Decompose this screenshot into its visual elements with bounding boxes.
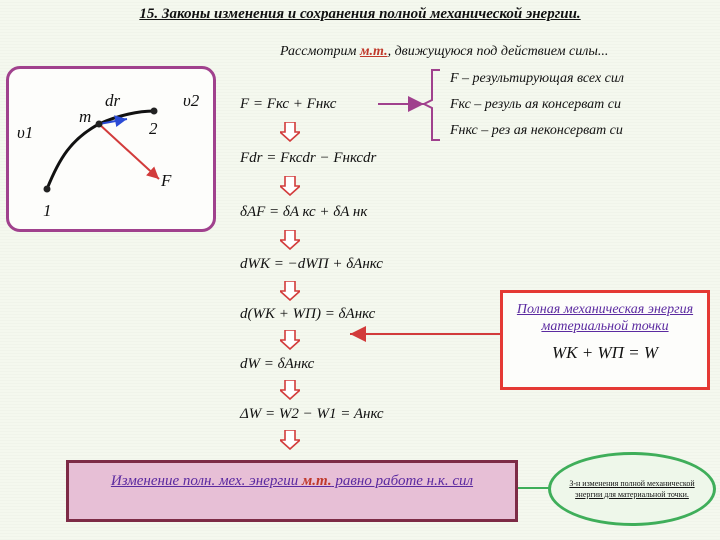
total-energy-heading: Полная механическая энергия материальной…: [516, 302, 694, 334]
down-arrow-4: [280, 281, 300, 301]
equation-3: δAF = δA кс + δA нк: [240, 204, 368, 220]
definition-item: F – результирующая всех сил: [450, 71, 624, 86]
definition-item: Fнкс – рез ая неконсерват си: [450, 123, 623, 138]
conclusion-post: равно работе н.к. сил: [331, 473, 474, 489]
conclusion-pre: Изменение полн. мех. энергии: [110, 473, 302, 489]
definition-item: Fкс – резуль ая консерват си: [450, 97, 622, 112]
conclusion-mt: м.т.: [302, 473, 332, 489]
page-title: 15. Законы изменения и сохранения полной…: [139, 6, 581, 22]
v1-label: υ1: [17, 123, 34, 142]
law-note-oval: З-н изменения полной механической энерги…: [548, 452, 716, 526]
equation-4: dWK = −dWП + δAнкс: [240, 256, 383, 272]
conclusion-box: Изменение полн. мех. энергии м.т. равно …: [66, 460, 518, 522]
equation-6: dW = δAнкс: [240, 356, 315, 372]
point-m: [95, 120, 103, 128]
p2-label: 2: [149, 119, 158, 138]
equation-1: F = Fкс + Fнкс: [240, 96, 337, 112]
point-1: [43, 185, 51, 193]
subtitle-post: , движущуюся под действием силы...: [387, 44, 609, 59]
p1-label: 1: [43, 201, 52, 220]
equation-2: Fdr = Fксdr − Fнксdr: [240, 150, 377, 166]
force-vector: [98, 123, 160, 180]
definitions-list: F – результирующая всех сил Fкс – резуль…: [450, 68, 624, 146]
subtitle: Рассмотрим м.т., движущуюся под действие…: [280, 44, 608, 60]
equation-5: d(WK + WП) = δAнкс: [240, 306, 376, 322]
m-label: m: [79, 107, 92, 126]
dr-vector: [98, 115, 128, 128]
point-2: [150, 107, 158, 115]
subtitle-mt: м.т.: [359, 44, 388, 59]
subtitle-pre: Рассмотрим: [280, 44, 360, 59]
down-arrow-6: [280, 380, 300, 400]
trajectory-diagram: [43, 107, 160, 193]
down-arrow-7: [280, 430, 300, 450]
total-energy-formula: WK + WП = W: [551, 343, 659, 362]
v2-label: υ2: [183, 91, 200, 110]
down-arrow-1: [280, 122, 300, 142]
total-energy-box: Полная механическая энергия материальной…: [500, 290, 710, 390]
definitions-brace: [421, 69, 440, 141]
dr-label: dr: [105, 91, 121, 110]
down-arrow-2: [280, 176, 300, 196]
down-arrow-5: [280, 330, 300, 350]
down-arrow-3: [280, 230, 300, 250]
motion-figure: υ1 υ2 m dr 1 2 F: [6, 66, 216, 232]
equation-7: ΔW = W2 − W1 = Aнкс: [240, 406, 384, 422]
f-label: F: [161, 171, 172, 190]
